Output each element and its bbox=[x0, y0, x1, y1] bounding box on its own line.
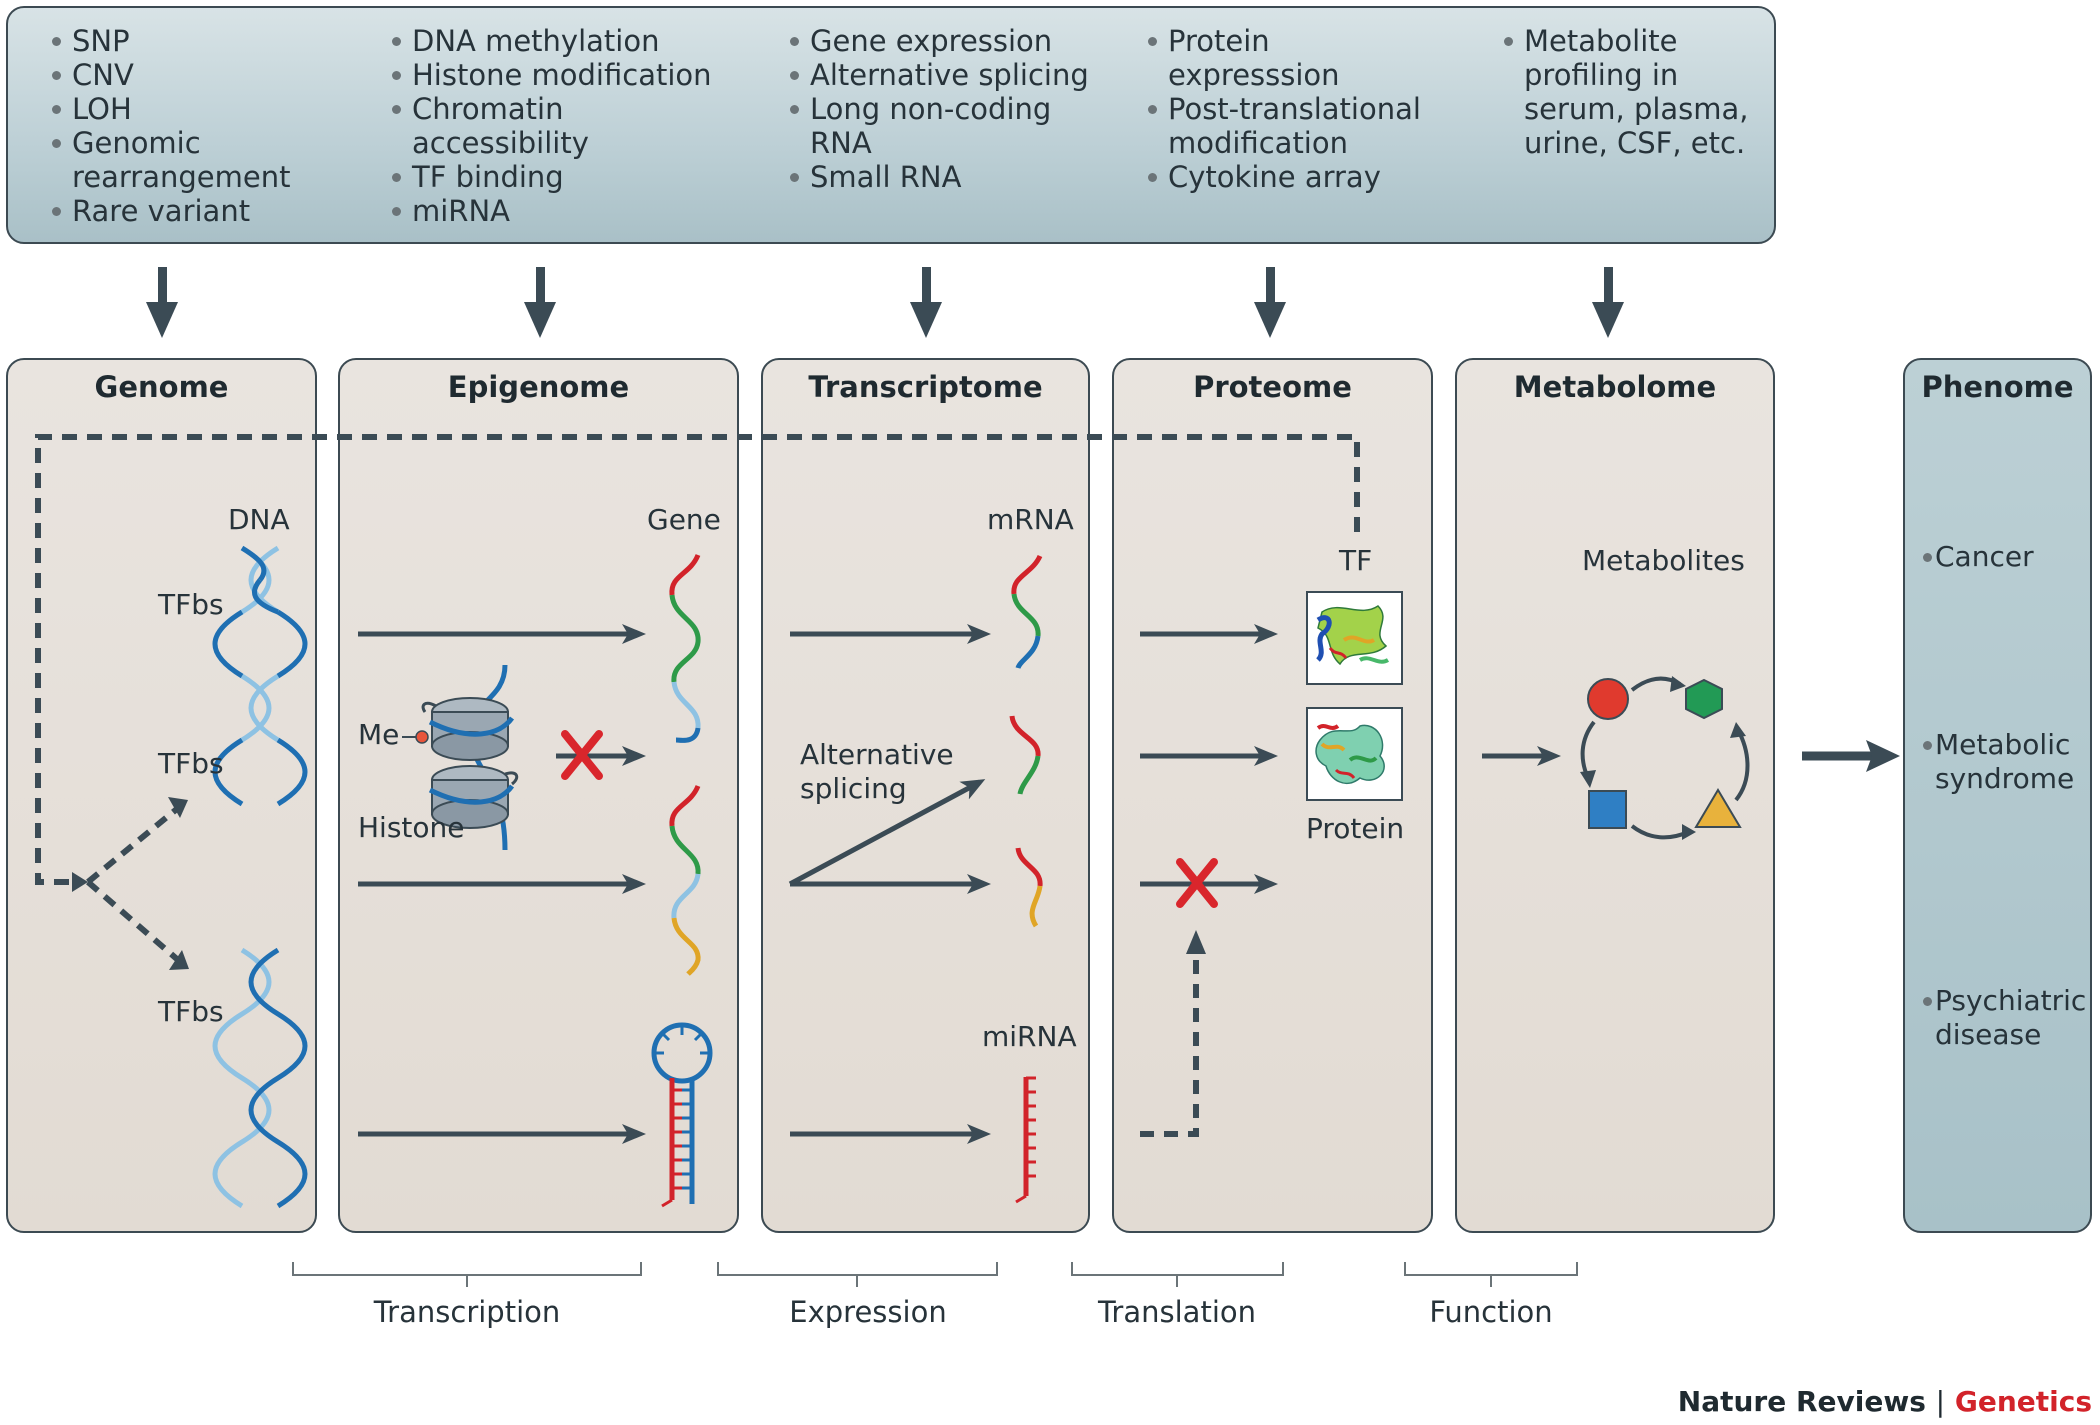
panel-title: Transcriptome bbox=[808, 370, 1043, 404]
protein-image bbox=[1306, 707, 1403, 801]
metabolite-triangle bbox=[1694, 788, 1742, 828]
panel-title: Genome bbox=[94, 370, 229, 404]
metabolite-circle bbox=[1587, 678, 1629, 720]
process-label-function: Function bbox=[1429, 1295, 1553, 1329]
data-type-item: Metabolite profiling in serum, plasma, u… bbox=[1502, 24, 1769, 160]
data-type-item: TF binding bbox=[390, 160, 712, 194]
journal-name: Nature Reviews bbox=[1677, 1385, 1926, 1418]
histone-label: Histone bbox=[358, 811, 465, 844]
process-label-transcription: Transcription bbox=[373, 1295, 561, 1329]
proteome-block-x bbox=[1176, 858, 1218, 908]
tfbs-dashed-arrows bbox=[86, 797, 189, 970]
phenome-arrowhead bbox=[1866, 740, 1900, 772]
panel-title: Epigenome bbox=[447, 370, 630, 404]
methyl-label: Me bbox=[358, 718, 400, 751]
metabolite-square bbox=[1588, 790, 1627, 829]
transcriptome-data-types: Gene expression Alternative splicing Lon… bbox=[788, 24, 1089, 194]
tf-protein-image bbox=[1306, 591, 1403, 685]
panel-title: Phenome bbox=[1921, 370, 2074, 404]
data-type-item: CNV bbox=[50, 58, 302, 92]
transcriptome-panel: Transcriptome bbox=[761, 358, 1090, 1233]
tfbs-label: TFbs bbox=[158, 747, 224, 780]
dna-helix-upper bbox=[212, 545, 308, 807]
data-type-item: miRNA bbox=[390, 194, 712, 228]
process-label-translation: Translation bbox=[1097, 1295, 1256, 1329]
gene-strand-2 bbox=[669, 784, 701, 976]
data-type-item: DNA methylation bbox=[390, 24, 712, 58]
metabolite-hexagon bbox=[1685, 678, 1723, 720]
tf-label: TF bbox=[1339, 544, 1373, 577]
down-arrows bbox=[146, 267, 1624, 338]
data-type-item: Gene expression bbox=[788, 24, 1089, 58]
mirna-hairpin bbox=[651, 1022, 713, 1208]
feedback-arrowhead bbox=[72, 872, 88, 892]
data-type-item: Small RNA bbox=[788, 160, 1089, 194]
data-type-item: Long non-coding RNA bbox=[788, 92, 1060, 160]
tfbs-label: TFbs bbox=[158, 995, 224, 1028]
phenotype-item: Psychiatric disease bbox=[1923, 984, 2086, 1052]
proteome-arrows bbox=[1140, 624, 1278, 894]
data-type-item: LOH bbox=[50, 92, 302, 126]
alternative-splicing-label: Alternative splicing bbox=[800, 738, 954, 805]
data-type-item: Genomic rearrangement bbox=[50, 126, 302, 194]
phenome-panel: Phenome Cancer Metabolic syndrome Psychi… bbox=[1903, 358, 2092, 1233]
nucleosome-histones bbox=[402, 664, 519, 851]
credit-separator: | bbox=[1935, 1385, 1946, 1418]
dna-label: DNA bbox=[228, 503, 290, 536]
data-type-item: Post-translational modification bbox=[1146, 92, 1438, 160]
data-types-panel: SNP CNV LOH Genomic rearrangement Rare v… bbox=[6, 6, 1776, 244]
gene-strand-1 bbox=[669, 553, 701, 743]
journal-credit: Nature Reviews | Genetics bbox=[1678, 1385, 2092, 1418]
tfbs-label: TFbs bbox=[158, 588, 224, 621]
epigenome-arrows bbox=[358, 624, 646, 1144]
data-type-item: Protein expresssion bbox=[1146, 24, 1368, 92]
phenotype-item: Cancer bbox=[1923, 540, 2034, 574]
metabolite-cycle bbox=[1580, 676, 1750, 840]
mirna-label: miRNA bbox=[982, 1020, 1077, 1053]
dna-helix-lower bbox=[212, 947, 308, 1209]
proteome-data-types: Protein expresssion Post-translational m… bbox=[1146, 24, 1438, 194]
epigenome-block-x bbox=[561, 730, 603, 780]
gene-label: Gene bbox=[647, 503, 721, 536]
mirna-inhibition-dashed-arrow bbox=[1140, 930, 1206, 1137]
mirna-strand bbox=[1015, 1076, 1036, 1204]
mrna-strands bbox=[1009, 554, 1043, 928]
protein-label: Protein bbox=[1306, 812, 1405, 845]
epigenome-data-types: DNA methylation Histone modification Chr… bbox=[390, 24, 712, 228]
data-type-item: Rare variant bbox=[50, 194, 302, 228]
metabolome-data-types: Metabolite profiling in serum, plasma, u… bbox=[1502, 24, 1769, 160]
feedback-dashed-line bbox=[35, 434, 1360, 885]
data-type-item: Histone modification bbox=[390, 58, 712, 92]
journal-section: Genetics bbox=[1954, 1385, 2092, 1418]
data-type-item: SNP bbox=[50, 24, 302, 58]
process-label-expression: Expression bbox=[789, 1295, 947, 1329]
data-type-item: Cytokine array bbox=[1146, 160, 1438, 194]
process-brackets bbox=[292, 1262, 1578, 1287]
panel-title: Metabolome bbox=[1513, 370, 1717, 404]
genome-data-types: SNP CNV LOH Genomic rearrangement Rare v… bbox=[50, 24, 302, 228]
mrna-label: mRNA bbox=[987, 503, 1074, 536]
data-type-item: Alternative splicing bbox=[788, 58, 1089, 92]
data-type-item: Chromatin accessibility bbox=[390, 92, 612, 160]
transcriptome-arrows bbox=[788, 624, 991, 1144]
panel-title: Proteome bbox=[1193, 370, 1352, 404]
metabolites-label: Metabolites bbox=[1582, 544, 1745, 577]
phenotype-item: Metabolic syndrome bbox=[1923, 728, 2085, 796]
